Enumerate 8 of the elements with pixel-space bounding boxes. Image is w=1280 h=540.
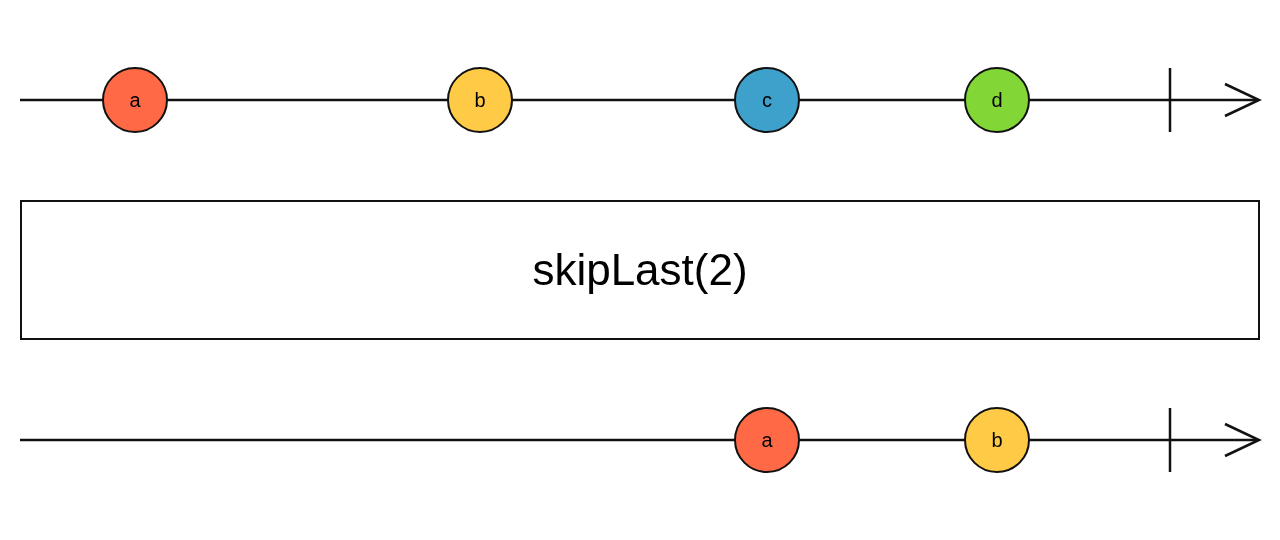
marble-label: b xyxy=(474,88,486,112)
marble-label: a xyxy=(129,88,141,112)
operator-box xyxy=(20,200,1260,340)
operator-label: skipLast(2) xyxy=(532,245,748,295)
marble-label: c xyxy=(762,88,772,112)
marble-label: b xyxy=(991,428,1003,452)
marble-label: d xyxy=(991,88,1003,112)
marble-label: a xyxy=(761,428,773,452)
